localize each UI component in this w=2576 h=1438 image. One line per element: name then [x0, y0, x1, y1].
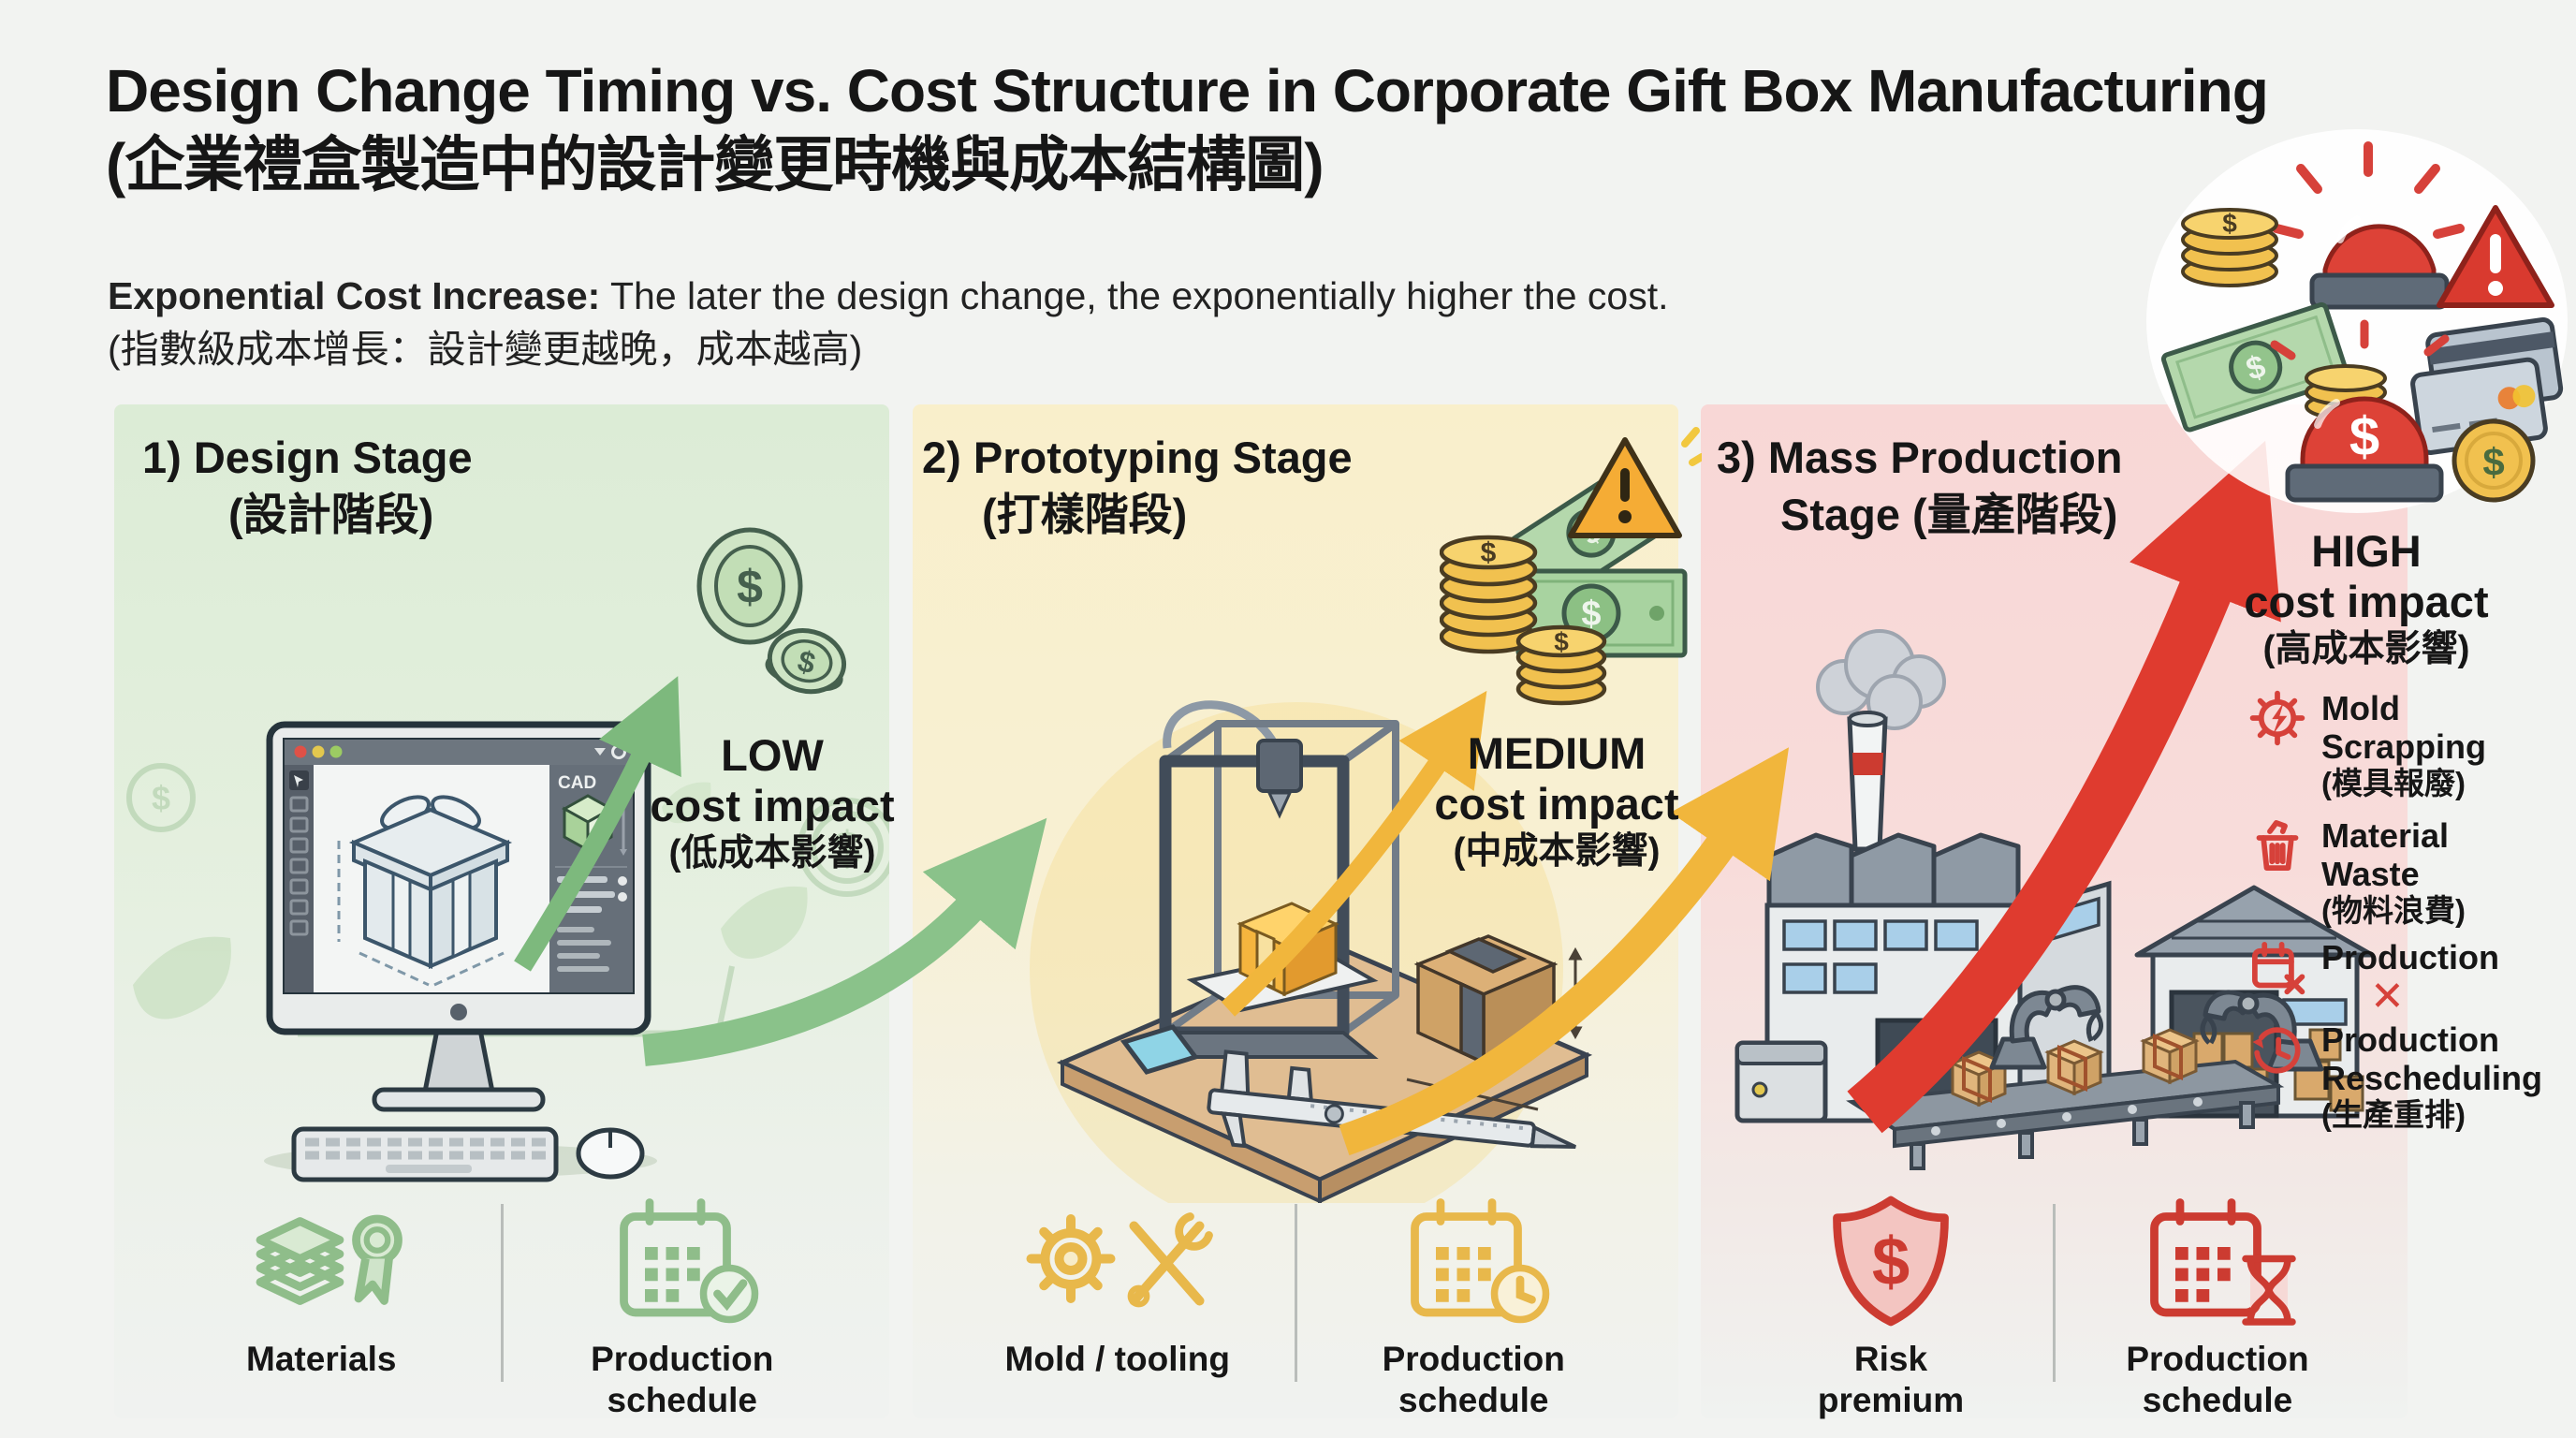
risk-production-stop: Production ✕ — [2248, 938, 2499, 1018]
calendar-hourglass-icon — [2150, 1198, 2296, 1326]
footer-divider — [2053, 1204, 2056, 1382]
svg-text:$: $ — [737, 561, 763, 613]
broken-gear-icon — [2249, 690, 2305, 746]
svg-text:$: $ — [1481, 537, 1497, 568]
heading-mass-production-stage: 3) Mass Production Stage (量產階段) — [1717, 429, 2123, 543]
design-footer: Materials Production schedule — [142, 1191, 861, 1420]
clock-redo-icon — [2252, 1027, 2301, 1074]
materials-award-icon — [256, 1214, 403, 1305]
prototyping-footer: Mold / tooling Production schedule — [941, 1191, 1650, 1420]
subtitle-rest: The later the design change, the exponen… — [600, 274, 1669, 317]
footer-divider — [500, 1204, 504, 1382]
subtitle-zh: (指數級成本增長：設計變更越晚，成本越高) — [108, 327, 863, 371]
risk-mold-scrapping: Mold Scrapping (模具報廢) — [2248, 689, 2486, 801]
risk-production-rescheduling: Production Rescheduling (生產重排) — [2248, 1020, 2542, 1133]
svg-text:$: $ — [1581, 594, 1601, 634]
heading1-en: 1) Design Stage — [142, 433, 473, 482]
impact-level-medium: MEDIUM — [1467, 728, 1647, 778]
heading1-zh: (設計階段) — [228, 490, 434, 540]
high-cost-impact-label: HIGH cost impact (高成本影響) — [2179, 526, 2554, 673]
footer-divider — [1294, 1204, 1297, 1382]
footer-production-schedule-3: Production schedule — [2056, 1191, 2379, 1420]
medium-cost-icons: $ $ $ $ — [1440, 427, 1702, 706]
footer-production-schedule-1: Production schedule — [504, 1191, 862, 1420]
risk-material-waste: Material Waste (物料浪費) — [2248, 816, 2466, 929]
calendar-x-icon — [2252, 942, 2305, 995]
page-subtitle: Exponential Cost Increase: The later the… — [108, 270, 2073, 375]
mass-production-footer: $ Risk premium Production schedule — [1729, 1191, 2379, 1420]
subtitle-lead: Exponential Cost Increase: — [108, 274, 601, 317]
heading-design-stage: 1) Design Stage (設計階段) — [142, 429, 473, 543]
production-x-mark: ✕ — [2370, 974, 2405, 1020]
footer-production-schedule-2: Production schedule — [1297, 1191, 1651, 1420]
svg-text:$: $ — [2222, 209, 2237, 238]
footer-mold-tooling: Mold / tooling — [941, 1191, 1295, 1380]
medium-cost-impact-label: MEDIUM cost impact (中成本影響) — [1365, 728, 1749, 875]
high-cost-icons: $ $ $ — [2146, 129, 2568, 513]
impact-level-low: LOW — [721, 730, 824, 780]
heading3-en: 3) Mass Production — [1717, 433, 2123, 482]
heading3-zh: Stage (量產階段) — [1780, 490, 2118, 540]
trash-waste-icon — [2256, 820, 2299, 871]
svg-text:$: $ — [1554, 627, 1569, 656]
low-cost-impact-label: LOW cost impact (低成本影響) — [578, 730, 966, 877]
svg-text:$: $ — [2349, 406, 2379, 467]
svg-text:$: $ — [152, 779, 170, 817]
page-title: Design Change Timing vs. Cost Structure … — [106, 54, 2502, 203]
footer-materials: Materials — [142, 1191, 501, 1380]
heading2-en: 2) Prototyping Stage — [922, 433, 1353, 482]
title-line-zh: (企業禮盒製造中的設計變更時機與成本結構圖) — [106, 131, 1325, 199]
shield-dollar-icon: $ — [1833, 1196, 1949, 1327]
footer-risk-premium: $ Risk premium — [1729, 1191, 2053, 1420]
heading-prototyping-stage: 2) Prototyping Stage (打樣階段) — [922, 429, 1353, 543]
title-line-en: Design Change Timing vs. Cost Structure … — [106, 57, 2269, 125]
svg-text:$: $ — [2482, 440, 2504, 484]
calendar-check-icon — [619, 1198, 758, 1324]
svg-text:$: $ — [1872, 1224, 1910, 1299]
heading2-zh: (打樣階段) — [982, 490, 1188, 540]
svg-text:$: $ — [834, 822, 861, 876]
green-coins-icon: $ $ — [696, 527, 847, 695]
gear-tools-icon — [1026, 1212, 1213, 1308]
impact-level-high: HIGH — [2311, 526, 2422, 576]
calendar-clock-icon — [1411, 1198, 1550, 1324]
